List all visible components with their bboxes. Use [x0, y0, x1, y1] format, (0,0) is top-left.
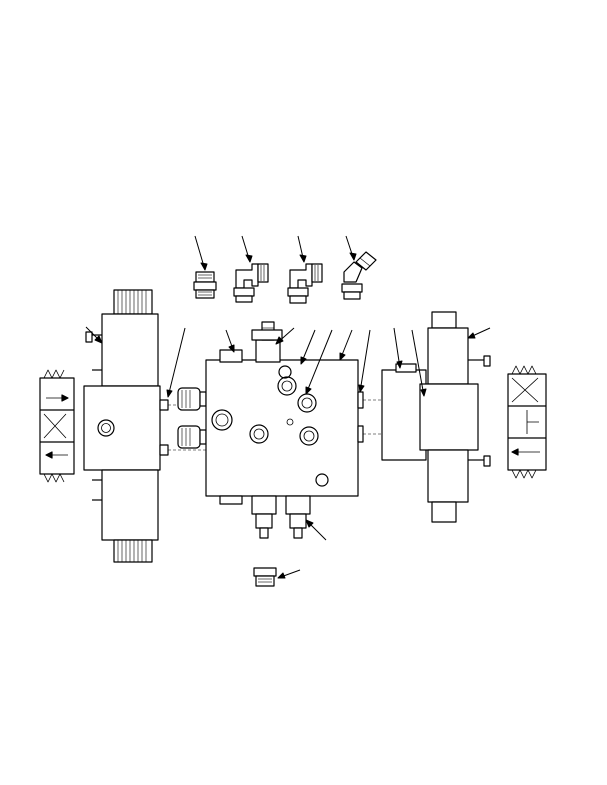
plug-fitting	[253, 567, 277, 587]
valve-adapter-plate	[363, 363, 427, 461]
left-hydraulic-symbol	[39, 369, 75, 483]
right-solenoid-valve	[419, 311, 491, 523]
leader-arrows-top	[194, 235, 357, 271]
bottom-cartridge-valves	[255, 513, 307, 539]
elbow-fitting-90-a	[233, 263, 269, 303]
elbow-fitting-45	[341, 251, 377, 300]
elbow-fitting-90-b	[287, 263, 323, 304]
leader-arrows	[85, 326, 491, 579]
manifold-block	[205, 321, 364, 515]
right-hydraulic-symbol	[507, 365, 547, 479]
straight-fitting	[193, 271, 217, 299]
side-adapter-fittings	[168, 387, 207, 451]
top-relief-valve	[251, 329, 283, 341]
left-solenoid-valve	[83, 289, 169, 563]
